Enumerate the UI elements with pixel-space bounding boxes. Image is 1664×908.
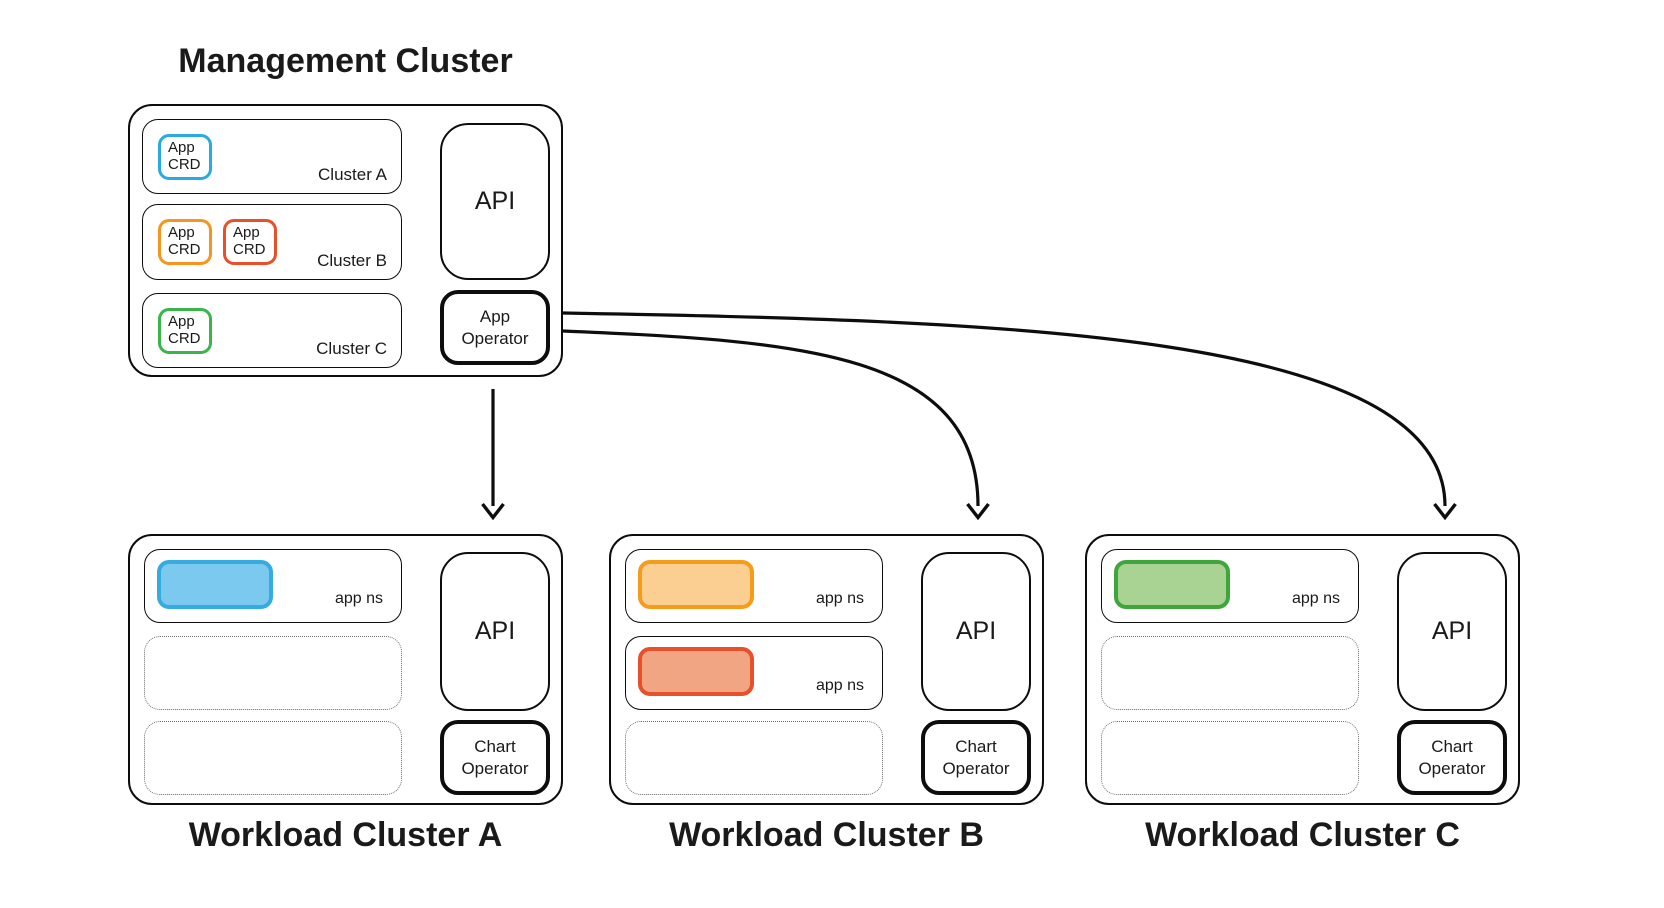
mgmt-api-box: API <box>440 123 550 280</box>
workload-b-empty-ns-row <box>625 721 883 795</box>
app-namespace-pill-orange <box>638 560 754 609</box>
workload-a-empty-ns-row <box>144 636 402 710</box>
arrow-line-to-workload-b <box>562 329 980 507</box>
workload-a-app-ns-row: app ns <box>144 549 402 623</box>
app-ns-label: app ns <box>815 677 864 694</box>
management-cluster-title: Management Cluster <box>178 42 513 80</box>
app-ns-label: app ns <box>1291 590 1340 607</box>
workload-b-app-ns-row: app ns <box>625 636 883 710</box>
arrowhead-workload-a <box>481 502 505 521</box>
workload-a-chart-operator-box: Chart Operator <box>440 720 550 795</box>
chart-operator-label: Chart Operator <box>461 737 529 778</box>
workload-c-api-label: API <box>1431 617 1473 645</box>
app-ns-label: app ns <box>334 590 383 607</box>
mgmt-cluster-b-row: App CRD App CRD Cluster B <box>142 204 402 280</box>
workload-cluster-a-box: app ns API Chart Operator <box>128 534 563 805</box>
app-operator-label: App Operator <box>461 307 529 348</box>
workload-cluster-b-box: app ns app ns API Chart Operator <box>609 534 1044 805</box>
cluster-a-label: Cluster A <box>318 165 387 184</box>
workload-a-api-label: API <box>474 617 516 645</box>
app-crd-badge-green: App CRD <box>158 308 212 354</box>
arrowhead-workload-c <box>1433 502 1457 521</box>
workload-c-api-box: API <box>1397 552 1507 711</box>
cluster-b-label: Cluster B <box>317 251 387 270</box>
workload-c-chart-operator-box: Chart Operator <box>1397 720 1507 795</box>
workload-cluster-c-box: app ns API Chart Operator <box>1085 534 1520 805</box>
app-crd-badge-orange: App CRD <box>158 219 212 265</box>
mgmt-cluster-c-row: App CRD Cluster C <box>142 293 402 368</box>
arrowhead-workload-b <box>966 502 990 521</box>
mgmt-cluster-a-row: App CRD Cluster A <box>142 119 402 194</box>
workload-c-empty-ns-row <box>1101 636 1359 710</box>
app-crd-badge-blue: App CRD <box>158 134 212 180</box>
arrow-line-to-workload-c <box>562 311 1447 507</box>
cluster-c-label: Cluster C <box>316 339 387 358</box>
chart-operator-label: Chart Operator <box>942 737 1010 778</box>
app-ns-label: app ns <box>815 590 864 607</box>
workload-b-app-ns-row: app ns <box>625 549 883 623</box>
workload-cluster-b-title: Workload Cluster B <box>669 816 984 854</box>
workload-c-app-ns-row: app ns <box>1101 549 1359 623</box>
chart-operator-label: Chart Operator <box>1418 737 1486 778</box>
workload-b-api-label: API <box>955 617 997 645</box>
app-namespace-pill-green <box>1114 560 1230 609</box>
app-namespace-pill-blue <box>157 560 273 609</box>
workload-cluster-c-title: Workload Cluster C <box>1145 816 1460 854</box>
management-cluster-box: App CRD Cluster A App CRD App CRD Cluste… <box>128 104 563 377</box>
app-crd-badge-red: App CRD <box>223 219 277 265</box>
mgmt-api-label: API <box>474 187 516 215</box>
workload-a-empty-ns-row <box>144 721 402 795</box>
workload-cluster-a-title: Workload Cluster A <box>188 816 503 854</box>
app-operator-box: App Operator <box>440 290 550 365</box>
workload-a-api-box: API <box>440 552 550 711</box>
workload-c-empty-ns-row <box>1101 721 1359 795</box>
workload-b-chart-operator-box: Chart Operator <box>921 720 1031 795</box>
app-namespace-pill-red <box>638 647 754 696</box>
workload-b-api-box: API <box>921 552 1031 711</box>
